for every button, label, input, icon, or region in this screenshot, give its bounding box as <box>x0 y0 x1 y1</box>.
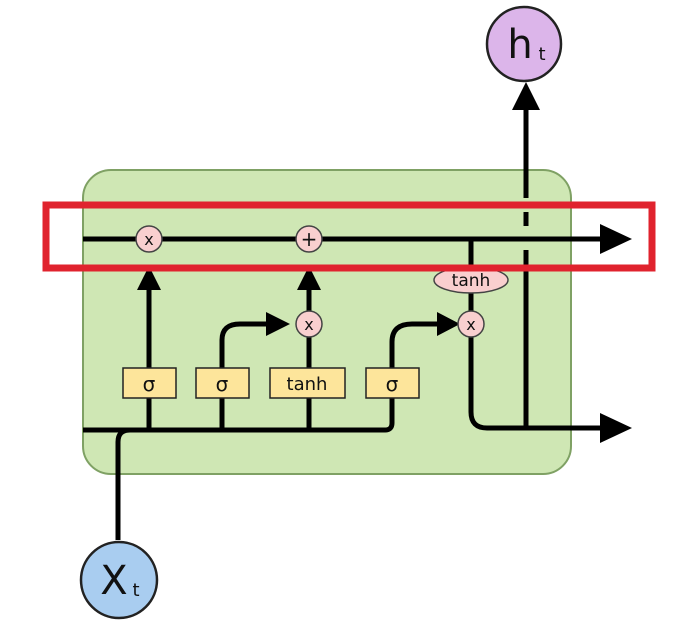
output-node-main: h <box>507 22 532 68</box>
add-op: + <box>295 225 323 253</box>
add-symbol: + <box>301 227 318 251</box>
cell-state-arrowhead <box>600 224 632 254</box>
forget-multiply-symbol: x <box>144 230 153 249</box>
output-multiply-symbol: x <box>466 315 475 334</box>
forget-gate-layer: σ <box>122 367 177 399</box>
input-line <box>115 427 131 540</box>
ht-arrowhead <box>512 82 540 110</box>
output-tanh-label: tanh <box>452 271 491 291</box>
output-multiply-op: x <box>457 310 485 338</box>
output-node-sub: t <box>538 44 545 65</box>
output-gate-arrowhead <box>437 312 460 336</box>
output-node-ht: h t <box>485 5 563 83</box>
input-multiply-symbol: x <box>304 315 313 334</box>
hidden-out-arrowhead <box>600 413 632 443</box>
input-node-sub: t <box>132 580 139 601</box>
candidate-label: tanh <box>287 374 328 395</box>
input-gate-layer: σ <box>195 367 250 399</box>
candidate-arrowhead <box>297 266 321 290</box>
forget-gate-label: σ <box>143 372 156 396</box>
input-gate-arrowhead <box>266 312 290 336</box>
input-gate-line <box>219 321 268 430</box>
forget-multiply-op: x <box>135 225 163 253</box>
input-node-main: X <box>100 558 127 604</box>
forget-gate-arrowhead <box>137 266 161 290</box>
cell-state-highlight-box <box>42 201 656 272</box>
output-hidden-line <box>468 411 600 431</box>
candidate-layer: tanh <box>269 367 346 399</box>
input-gate-label: σ <box>216 372 229 396</box>
input-node-xt: X t <box>79 540 159 620</box>
output-gate-layer: σ <box>365 367 420 399</box>
output-gate-label: σ <box>386 372 399 396</box>
input-multiply-op: x <box>295 310 323 338</box>
